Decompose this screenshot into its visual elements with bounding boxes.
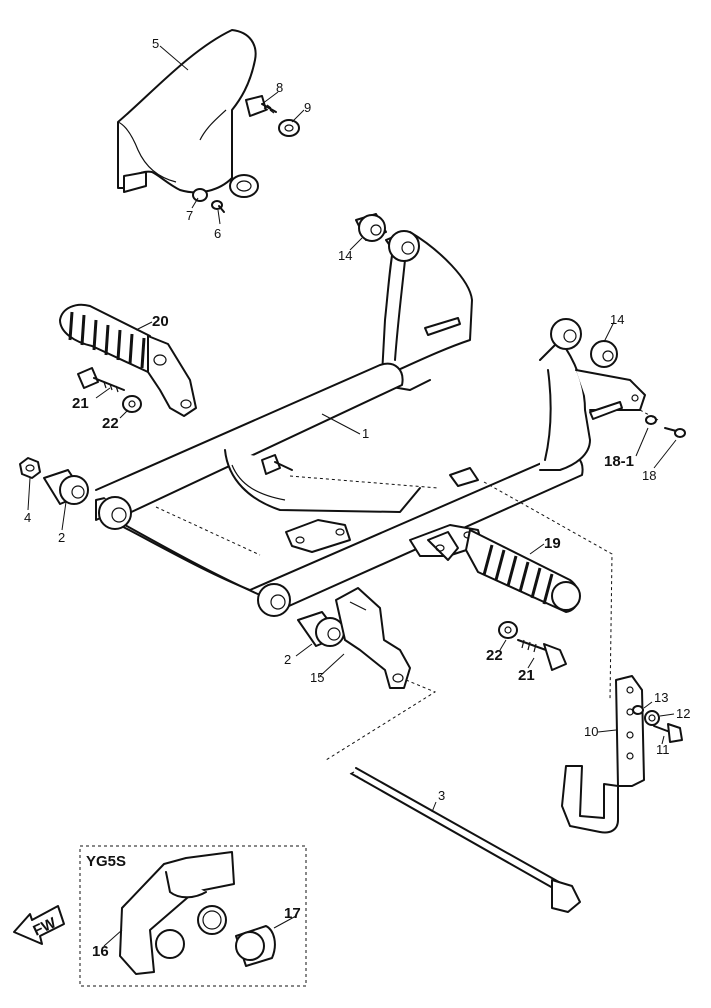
- part-4-nut: [19, 457, 41, 479]
- assembly-lines: [155, 409, 659, 761]
- part-19-footrest-right: [427, 529, 581, 613]
- callout-6: 6: [214, 226, 221, 241]
- part-9-washer: [278, 119, 300, 137]
- callout-2-upper: 2: [58, 530, 65, 545]
- callout-18-1: 18-1: [604, 453, 634, 470]
- forward-arrow-icon: FW: [13, 905, 65, 945]
- callout-21-right: 21: [518, 667, 535, 684]
- callout-5: 5: [152, 36, 159, 51]
- callout-4: 4: [24, 510, 31, 525]
- callout-18: 18: [642, 468, 656, 483]
- part-2-bush-upper: [43, 469, 132, 530]
- part-14-bush-right: [550, 318, 618, 368]
- callout-8: 8: [276, 80, 283, 95]
- callout-11: 11: [656, 742, 670, 757]
- yg5s-variant-box: [79, 845, 307, 987]
- callout-9: 9: [304, 100, 311, 115]
- part-1-main-frame: [95, 231, 646, 611]
- callout-20: 20: [152, 313, 169, 330]
- callout-17: 17: [284, 905, 301, 922]
- part-14-bush-left: [355, 213, 420, 262]
- callout-3: 3: [438, 788, 445, 803]
- callout-7: 7: [186, 208, 193, 223]
- part-21-bolt-left: [77, 367, 125, 393]
- callout-15: 15: [310, 670, 324, 685]
- part-3-shaft: [349, 767, 581, 913]
- callout-14-left: 14: [338, 248, 352, 263]
- part-7-washer: [192, 188, 208, 202]
- callout-1: 1: [362, 426, 369, 441]
- part-6-bolt: [211, 200, 225, 213]
- part-20-footrest-left: [59, 303, 197, 417]
- part-22-washer-left: [122, 395, 142, 413]
- callout-22-right: 22: [486, 647, 503, 664]
- part-10-bracket: [561, 675, 645, 834]
- yg5s-label: YG5S: [86, 853, 126, 870]
- callout-2-lower: 2: [284, 652, 291, 667]
- leader-lines: [27, 45, 677, 947]
- callout-22-left: 22: [102, 415, 119, 432]
- part-18-1-washer: [645, 415, 657, 425]
- callout-13: 13: [654, 690, 668, 705]
- part-13-washer: [632, 705, 644, 715]
- callout-16: 16: [92, 943, 109, 960]
- part-18-bolt: [664, 427, 686, 438]
- part-5-cover: [117, 29, 259, 198]
- part-11-bolt: [653, 723, 683, 743]
- part-12-washer: [644, 710, 660, 726]
- callout-12: 12: [676, 706, 690, 721]
- part-8-bolt: [245, 95, 277, 117]
- callout-21-left: 21: [72, 395, 89, 412]
- callout-labels: 5 8 9 7 6 14 14 20 21 22 1 18-1 18 4 2 1…: [24, 36, 690, 960]
- part-2-bush-lower: [257, 583, 345, 647]
- callout-10: 10: [584, 724, 598, 739]
- part-15-bracket: [335, 587, 411, 689]
- callout-19: 19: [544, 535, 561, 552]
- part-22-washer-right: [498, 621, 518, 639]
- callout-14-right: 14: [610, 312, 624, 327]
- part-21-bolt-right: [517, 639, 567, 671]
